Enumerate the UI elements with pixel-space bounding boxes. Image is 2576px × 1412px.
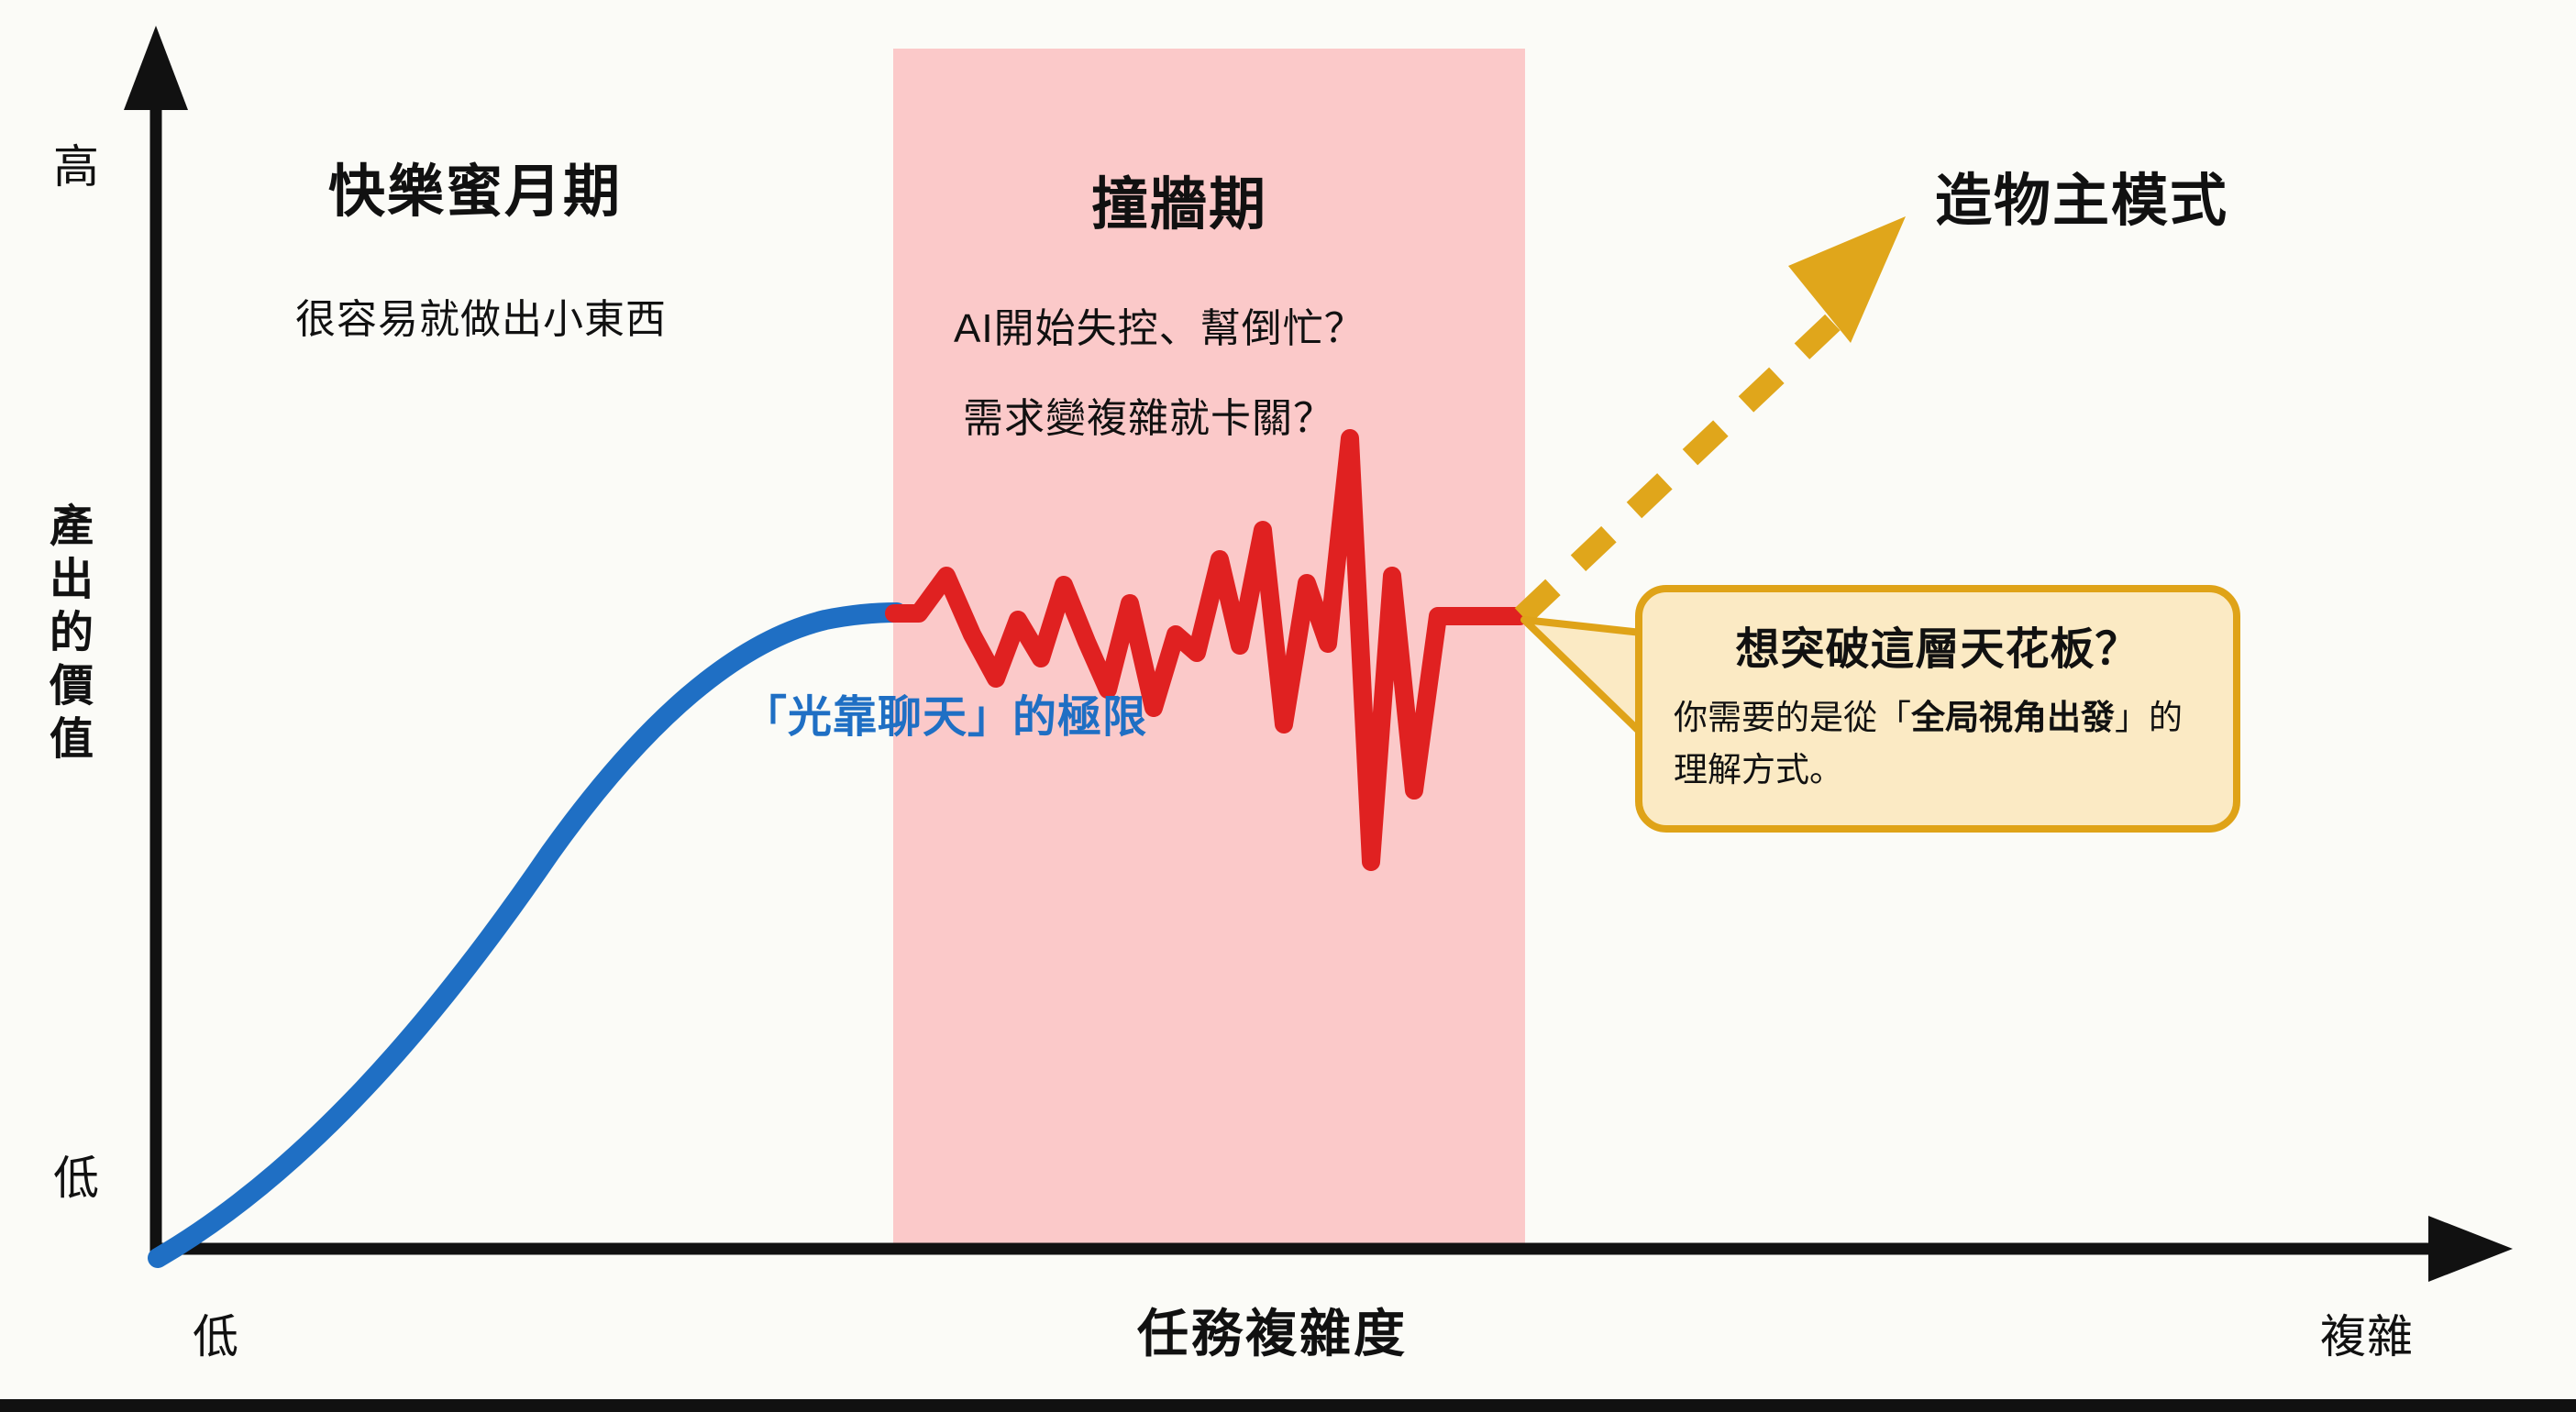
y-axis-low-label: 低 [53,1153,100,1204]
callout-body-line2: 理解方式。 [1674,751,1843,789]
callout-body-emphasis: 全局視角出發 [1911,699,2115,736]
callout-heading: 想突破這層天花板？ [1735,625,2140,674]
y-axis-arrowhead-icon [124,26,188,110]
breakthrough-dashed-line [1514,313,1842,624]
breakthrough-callout[interactable]: 想突破這層天花板？ 你需要的是從「全局視角出發」的 理解方式。 [1635,585,2240,833]
red-volatility-line [885,429,1529,871]
x-axis-title: 任務複雜度 [1137,1305,1408,1362]
phase1-subtitle: 很容易就做出小東西 [295,297,667,342]
phase3-title: 造物主模式 [1935,170,2229,233]
blue-growth-curve [148,602,907,1268]
x-axis-arrowhead-icon [2428,1216,2513,1282]
x-axis-low-label: 低 [193,1311,239,1362]
bottom-edge-strip [0,1399,2576,1412]
phase2-title: 撞牆期 [1091,173,1268,237]
y-axis-high-label: 高 [53,141,100,193]
phase1-title: 快樂蜜月期 [328,160,623,224]
callout-body-prefix: 你需要的是從「 [1674,699,1911,736]
callout-tail [1520,616,1645,737]
x-axis-high-label: 複雜 [2320,1311,2414,1362]
callout-body: 你需要的是從「全局視角出發」的 理解方式。 [1674,691,2217,797]
callout-body-suffix: 」的 [2115,699,2183,736]
y-axis-title: 產出的價值 [42,502,91,768]
phase2-line1: AI開始失控、幫倒忙？ [954,306,1365,351]
phase2-line2: 需求變複雜就卡關？ [963,396,1334,441]
breakthrough-arrowhead-icon [1788,216,1906,343]
plateau-limit-label: 「光靠聊天」的極限 [743,693,1148,742]
